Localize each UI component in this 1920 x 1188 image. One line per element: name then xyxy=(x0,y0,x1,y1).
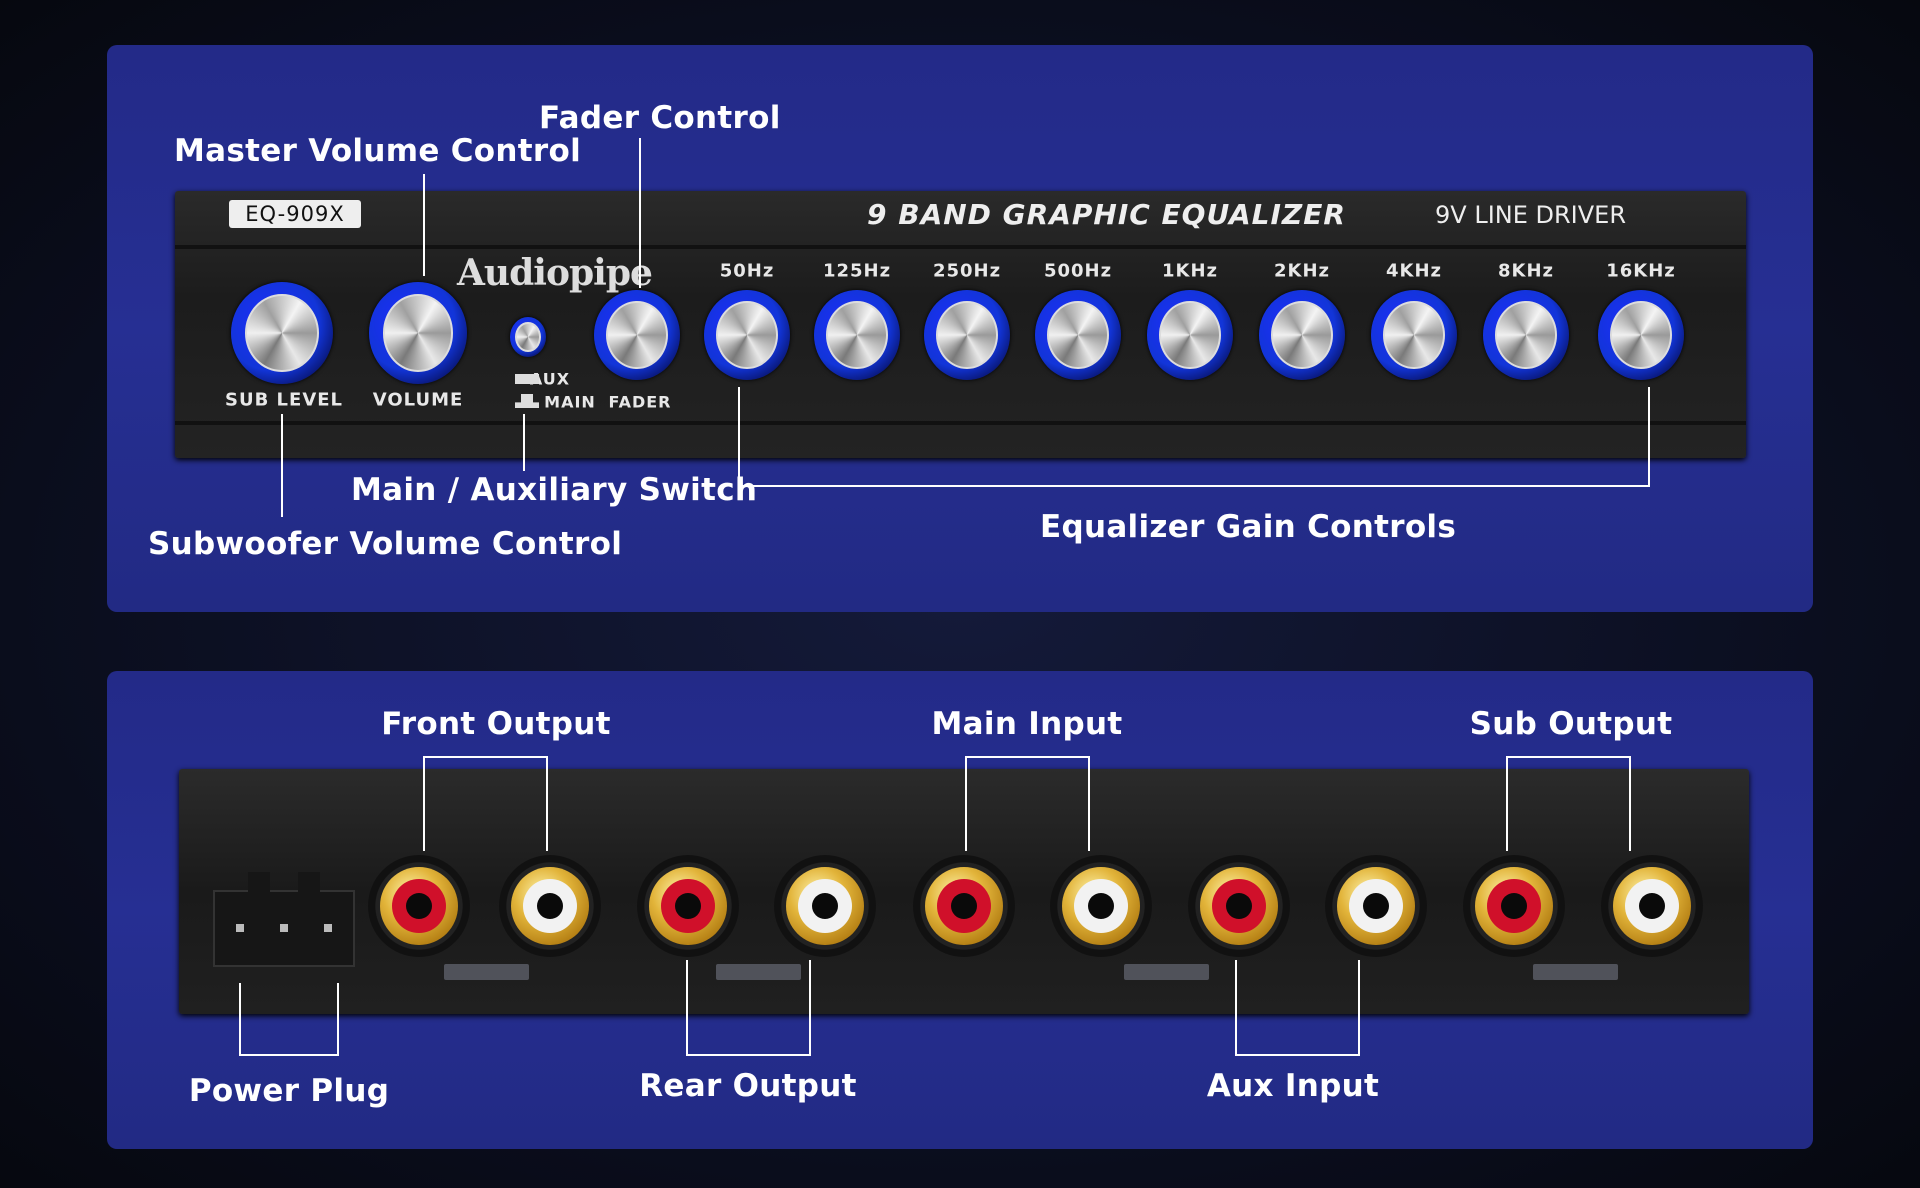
subwoofer-volume-label: Subwoofer Volume Control xyxy=(148,526,623,562)
fader-text: FADER xyxy=(608,392,672,412)
eq-band-label: 4KHz xyxy=(1385,260,1443,282)
eq-band-label: 2KHz xyxy=(1273,260,1331,282)
rca-jack-red[interactable] xyxy=(1188,855,1290,957)
aux-input-label: Aux Input xyxy=(1206,1068,1380,1104)
aux-text: AUX xyxy=(529,369,571,389)
rca-jack-red[interactable] xyxy=(368,855,470,957)
sub-level-knob[interactable] xyxy=(231,282,333,384)
eq-band-label: 125Hz xyxy=(822,260,892,282)
callout-line xyxy=(639,138,641,288)
switch-label: Main / Auxiliary Switch xyxy=(351,472,758,508)
eq-knob-250hz[interactable] xyxy=(924,290,1010,380)
callout-line xyxy=(523,414,525,471)
eq-band-label: 50Hz xyxy=(719,260,775,282)
rca-jack-red[interactable] xyxy=(637,855,739,957)
label-slot xyxy=(716,964,801,980)
eq-band-label: 500Hz xyxy=(1043,260,1113,282)
main-text: MAIN xyxy=(544,392,596,412)
model-badge: EQ-909X xyxy=(229,200,361,228)
sub-output-label: Sub Output xyxy=(1469,706,1673,742)
eq-band-label: 250Hz xyxy=(932,260,1002,282)
main-aux-switch[interactable] xyxy=(510,317,546,357)
power-plug-tab xyxy=(248,872,270,892)
label-slot xyxy=(1124,964,1209,980)
front-output-bracket xyxy=(423,756,548,851)
eq-gain-label: Equalizer Gain Controls xyxy=(1040,509,1457,545)
device-title: 9 BAND GRAPHIC EQUALIZER xyxy=(867,198,1346,231)
rca-jack-white[interactable] xyxy=(1325,855,1427,957)
device-subtitle: 9V LINE DRIVER xyxy=(1435,201,1627,229)
main-input-bracket xyxy=(965,756,1090,851)
eq-knob-50hz[interactable] xyxy=(704,290,790,380)
eq-band-label: 8KHz xyxy=(1497,260,1555,282)
main-position-icon xyxy=(515,394,539,408)
power-pin xyxy=(236,924,244,932)
power-plug-bracket xyxy=(239,983,339,1056)
aux-position-icon xyxy=(515,374,539,384)
power-pin xyxy=(324,924,332,932)
eq-knob-125hz[interactable] xyxy=(814,290,900,380)
eq-knob-8khz[interactable] xyxy=(1483,290,1569,380)
eq-knob-500hz[interactable] xyxy=(1035,290,1121,380)
eq-knob-4khz[interactable] xyxy=(1371,290,1457,380)
volume-text: VOLUME xyxy=(372,389,464,411)
eq-band-label: 16KHz xyxy=(1606,260,1676,282)
label-slot xyxy=(1533,964,1618,980)
label-slot xyxy=(444,964,529,980)
rca-jack-red[interactable] xyxy=(913,855,1015,957)
power-plug-tab xyxy=(298,872,320,892)
fader-control-label: Fader Control xyxy=(539,100,781,136)
fader-knob[interactable] xyxy=(594,290,680,380)
callout-line xyxy=(281,414,283,517)
volume-knob[interactable] xyxy=(369,282,467,384)
master-volume-label: Master Volume Control xyxy=(174,133,581,169)
callout-line xyxy=(423,174,425,276)
eq-knob-2khz[interactable] xyxy=(1259,290,1345,380)
rca-jack-white[interactable] xyxy=(774,855,876,957)
aux-input-bracket xyxy=(1235,960,1360,1056)
rca-jack-white[interactable] xyxy=(1601,855,1703,957)
sub-output-bracket xyxy=(1506,756,1631,851)
eq-band-label: 1KHz xyxy=(1161,260,1219,282)
front-output-label: Front Output xyxy=(381,706,611,742)
eq-knob-1khz[interactable] xyxy=(1147,290,1233,380)
rca-jack-white[interactable] xyxy=(499,855,601,957)
rear-output-bracket xyxy=(686,960,811,1056)
eq-knob-16khz[interactable] xyxy=(1598,290,1684,380)
sub-level-text: SUB LEVEL xyxy=(224,389,344,411)
rca-jack-red[interactable] xyxy=(1463,855,1565,957)
power-pin xyxy=(280,924,288,932)
power-plug-label: Power Plug xyxy=(188,1073,390,1109)
main-input-label: Main Input xyxy=(931,706,1123,742)
rear-output-label: Rear Output xyxy=(639,1068,857,1104)
rca-jack-white[interactable] xyxy=(1050,855,1152,957)
eq-bracket xyxy=(738,387,1650,487)
brand-logo: Audiopipe xyxy=(457,252,653,294)
